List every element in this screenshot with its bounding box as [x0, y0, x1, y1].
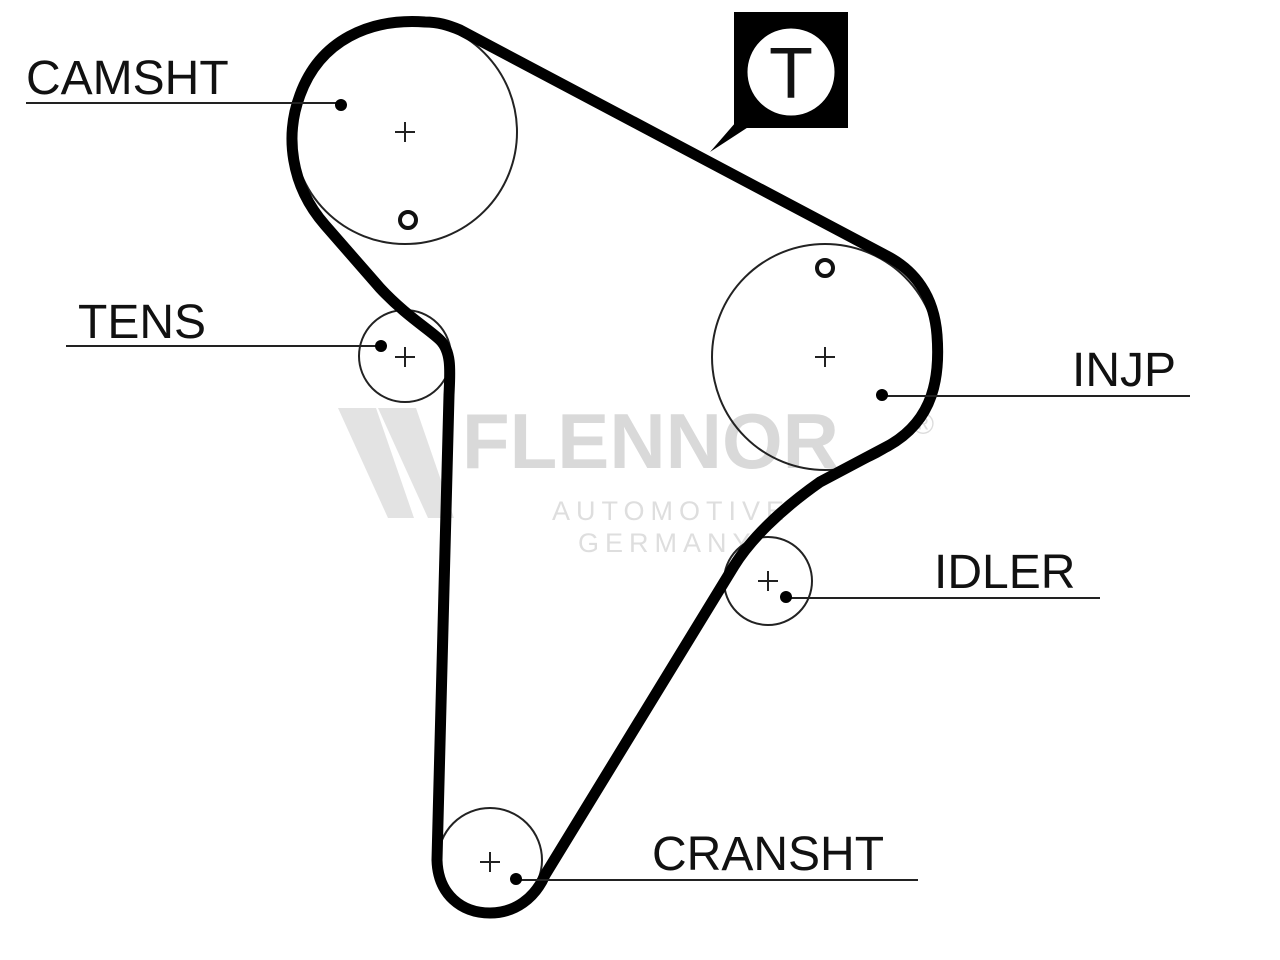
- pulley-centre-marks: [395, 122, 835, 872]
- watermark-line1: AUTOMOTIVE: [552, 496, 790, 526]
- crankshaft-callout-dot-icon: [510, 873, 522, 885]
- callout-camshaft: CAMSHT: [26, 52, 347, 111]
- watermark-brand: FLENNOR: [462, 397, 839, 485]
- crankshaft-label: CRANSHT: [652, 828, 884, 881]
- crankshaft-centre-icon: [480, 852, 500, 872]
- tensioner-centre-icon: [395, 347, 415, 367]
- callout-crankshaft: CRANSHT: [510, 828, 918, 885]
- injection-pump-callout-dot-icon: [876, 389, 888, 401]
- watermark-line2: GERMANY: [578, 528, 757, 558]
- tensioner-callout-dot-icon: [375, 340, 387, 352]
- camshaft-callout-dot-icon: [335, 99, 347, 111]
- flennor-logo-icon: [338, 408, 454, 518]
- timing-marker: T: [710, 12, 848, 152]
- camshaft-timing-mark-icon: [398, 210, 418, 230]
- injection-pump-centre-icon: [815, 347, 835, 367]
- timing-marker-letter: T: [769, 34, 813, 114]
- callout-idler: IDLER: [780, 546, 1100, 603]
- injection-pump-timing-mark-icon: [815, 258, 835, 278]
- callout-tensioner: TENS: [66, 296, 387, 352]
- camshaft-centre-icon: [395, 122, 415, 142]
- idler-callout-dot-icon: [780, 591, 792, 603]
- injection-pump-label: INJP: [1072, 344, 1176, 397]
- idler-label: IDLER: [934, 546, 1075, 599]
- timing-marker-pointer-icon: [710, 122, 756, 152]
- timing-belt: [286, 16, 944, 919]
- tensioner-label: TENS: [78, 296, 206, 349]
- camshaft-label: CAMSHT: [26, 52, 229, 105]
- callout-injection-pump: INJP: [876, 344, 1190, 401]
- watermark: FLENNOR ® AUTOMOTIVE GERMANY: [338, 397, 934, 558]
- idler-centre-icon: [758, 571, 778, 591]
